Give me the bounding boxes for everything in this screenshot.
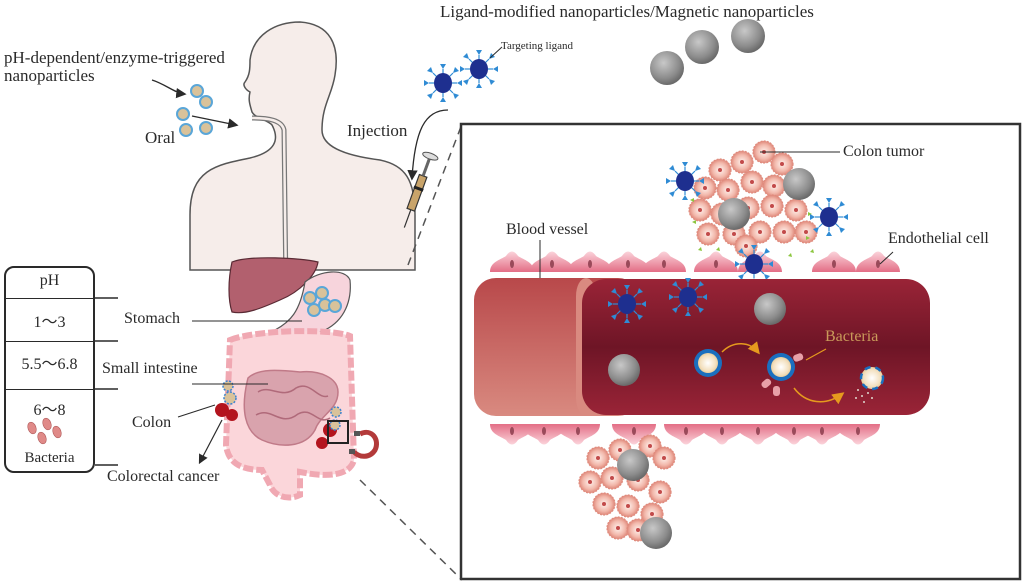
oral-np-title-line2: nanoparticles [4,66,95,85]
ligand-np-vessel-1 [607,284,647,324]
small-intestine-label: Small intestine [102,360,198,377]
zoom-line-bottom [359,479,463,581]
colon-pointer [177,404,216,418]
blood-vessel-label: Blood vessel [506,221,589,238]
endothelial-row-bottom [490,424,880,445]
oral-arrow-straight [191,115,239,129]
injection-arrow [407,109,449,181]
ph-header: pH [39,272,60,289]
liposome-intact [694,349,722,377]
targeting-ligand-label: Targeting ligand [501,40,574,52]
magnetic-np-bottom-1 [617,449,649,481]
ph-table-leaders [95,297,118,466]
magnetic-np-vessel-2 [608,354,640,386]
ligand-np-vessel-2 [668,277,708,317]
colon-tumor-label: Colon tumor [843,143,925,160]
release-arrow-1 [721,341,760,355]
targeting-ligand-pointer [489,46,503,59]
tumor-ligand-marks [690,198,814,257]
colorectal-cancer-arrow [198,419,223,465]
stomach-label: Stomach [124,310,180,327]
ligand-np-tumor-2 [809,197,849,237]
magnetic-np-tumor-2 [718,198,750,230]
ph-stomach-range: 1～3 [33,314,66,331]
oral-nanoparticles [176,84,213,137]
colorectal-cancer-label: Colorectal cancer [107,468,220,485]
ph-colon-range: 6～8 [33,402,66,419]
magnetic-np-tumor-1 [783,168,815,200]
oral-np-title-line1: pH-dependent/enzyme-triggered [4,48,225,67]
endothelial-cell-label: Endothelial cell [888,230,989,247]
ligand-np-tumor-1 [665,161,705,201]
zoom-line-top [407,123,463,266]
ligand-nanoparticle-top-1 [423,63,463,103]
magnetic-np-bottom-2 [640,517,672,549]
colon-label: Colon [132,414,172,431]
colon-tumor-left [215,380,238,421]
human-body-silhouette [189,21,416,271]
liposome-bacteria [761,353,804,396]
ph-small-intestine-range: 5.5～6.8 [21,356,78,373]
magnetic-nanoparticles-top [650,19,765,85]
oral-arrow-curve [151,79,187,99]
release-arrow-2 [793,387,845,405]
syringe-icon [403,151,439,228]
bacteria-pointer [805,348,827,361]
ph-bacteria-label: Bacteria [24,450,75,466]
bacteria-icon [27,417,62,445]
magnet-icon [349,430,379,459]
oral-route-label: Oral [145,128,176,147]
liposome-ruptured [855,365,885,403]
injection-np-title: Ligand-modified nanoparticles/Magnetic n… [440,2,814,21]
ligand-np-tumor-3 [734,244,774,284]
zoom-region-box [327,420,349,444]
liver [228,257,319,314]
magnetic-np-vessel-1 [754,293,786,325]
endothelial-pointer [879,251,894,265]
ph-table: pH 1～3 5.5～6.8 6～8 Bacteria [4,266,95,473]
colon-tumor-right [316,406,349,449]
bacteria-label: Bacteria [825,328,879,345]
injection-route-label: Injection [347,121,408,140]
